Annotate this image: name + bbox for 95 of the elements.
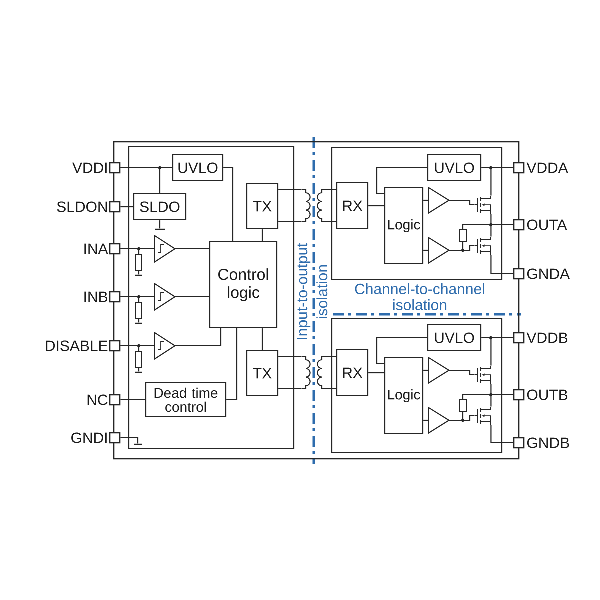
pin: GNDI <box>72 432 121 444</box>
pin: VDDI <box>72 162 121 174</box>
function-block: TX <box>246 350 279 397</box>
resistor-symbol <box>136 302 142 320</box>
wire <box>278 189 302 223</box>
function-block: TX <box>246 183 279 230</box>
wire <box>159 220 161 229</box>
resistor-symbol <box>136 352 142 368</box>
node-label: OUTB <box>527 390 568 400</box>
function-block: Logic <box>384 357 424 435</box>
wire <box>120 167 161 194</box>
function-block: RX <box>336 349 369 397</box>
resistor-symbol <box>136 254 142 272</box>
mosfet-symbol <box>474 236 492 256</box>
wire <box>262 328 264 350</box>
function-block: Dead time control <box>145 382 227 418</box>
node-label: VDDA <box>526 162 568 174</box>
pin: VDDA <box>513 162 568 174</box>
wire <box>368 205 384 207</box>
isolation-label: Input-to-output isolation <box>297 243 328 340</box>
isolation-label: Channel-to-channel isolation <box>355 284 484 310</box>
wire <box>424 200 429 202</box>
wire <box>376 337 428 365</box>
wire <box>224 167 234 242</box>
die-outline <box>331 147 503 281</box>
wire <box>424 250 429 252</box>
die-outline <box>128 146 295 450</box>
mosfet-symbol <box>474 406 492 426</box>
transformer-symbol <box>301 189 327 223</box>
wire <box>449 412 464 422</box>
mosfet-symbol <box>474 366 492 384</box>
resistor-symbol <box>459 399 467 412</box>
transformer-symbol <box>301 356 327 390</box>
wire <box>120 345 140 352</box>
wire <box>449 242 464 252</box>
wire <box>376 167 428 195</box>
wire <box>120 206 134 208</box>
wire <box>490 337 514 366</box>
function-block: RX <box>336 182 369 230</box>
node-label: VDDB <box>526 332 568 344</box>
node-label: NC <box>88 394 108 406</box>
node-label: INB <box>84 292 108 302</box>
pin: SLDON <box>57 201 121 213</box>
wire <box>462 394 514 399</box>
wire <box>490 425 514 444</box>
wire <box>462 224 514 229</box>
wire <box>120 399 146 401</box>
pin: NC <box>88 394 121 406</box>
wire <box>120 296 140 302</box>
wire <box>424 370 429 372</box>
wire <box>138 320 140 323</box>
mosfet-symbol <box>474 196 492 214</box>
wire <box>120 437 139 444</box>
node-label: SLDON <box>57 202 108 212</box>
function-block: UVLO <box>172 154 224 182</box>
package-outline <box>113 141 520 460</box>
pin: OUTA <box>513 219 568 231</box>
pin: GNDB <box>513 437 570 449</box>
wire <box>368 372 384 374</box>
pin: INB <box>84 291 121 303</box>
wire <box>490 167 514 196</box>
wire <box>175 248 210 250</box>
wire <box>175 296 210 298</box>
wire <box>424 420 429 422</box>
pin: GNDA <box>513 268 570 280</box>
function-block: UVLO <box>427 324 482 352</box>
wire <box>490 255 514 275</box>
node-label: GNDI <box>72 432 107 444</box>
wire <box>120 248 140 254</box>
die-outline <box>331 318 503 454</box>
wire <box>326 356 337 390</box>
node-label: VDDI <box>72 162 107 174</box>
function-block: UVLO <box>427 154 482 182</box>
node-label: OUTA <box>527 220 568 230</box>
node-label: GNDB <box>527 438 570 448</box>
node-label: INA <box>84 244 108 254</box>
wire <box>138 272 140 275</box>
function-block: SLDO <box>133 193 187 221</box>
wire <box>449 200 475 206</box>
wire <box>449 370 475 376</box>
wire <box>326 189 337 223</box>
node-label: DISABLE <box>46 340 108 352</box>
pin: OUTB <box>513 389 568 401</box>
pin: INA <box>84 243 121 255</box>
node-label: GNDA <box>527 268 570 280</box>
pin: DISABLE <box>46 340 121 352</box>
wire <box>175 328 222 347</box>
resistor-symbol <box>459 229 467 242</box>
wire <box>226 328 238 401</box>
wire <box>138 368 140 372</box>
function-block: Control logic <box>209 241 278 329</box>
pin: VDDB <box>513 332 568 344</box>
wire <box>262 230 264 242</box>
wire <box>278 356 302 390</box>
function-block: Logic <box>384 187 424 265</box>
